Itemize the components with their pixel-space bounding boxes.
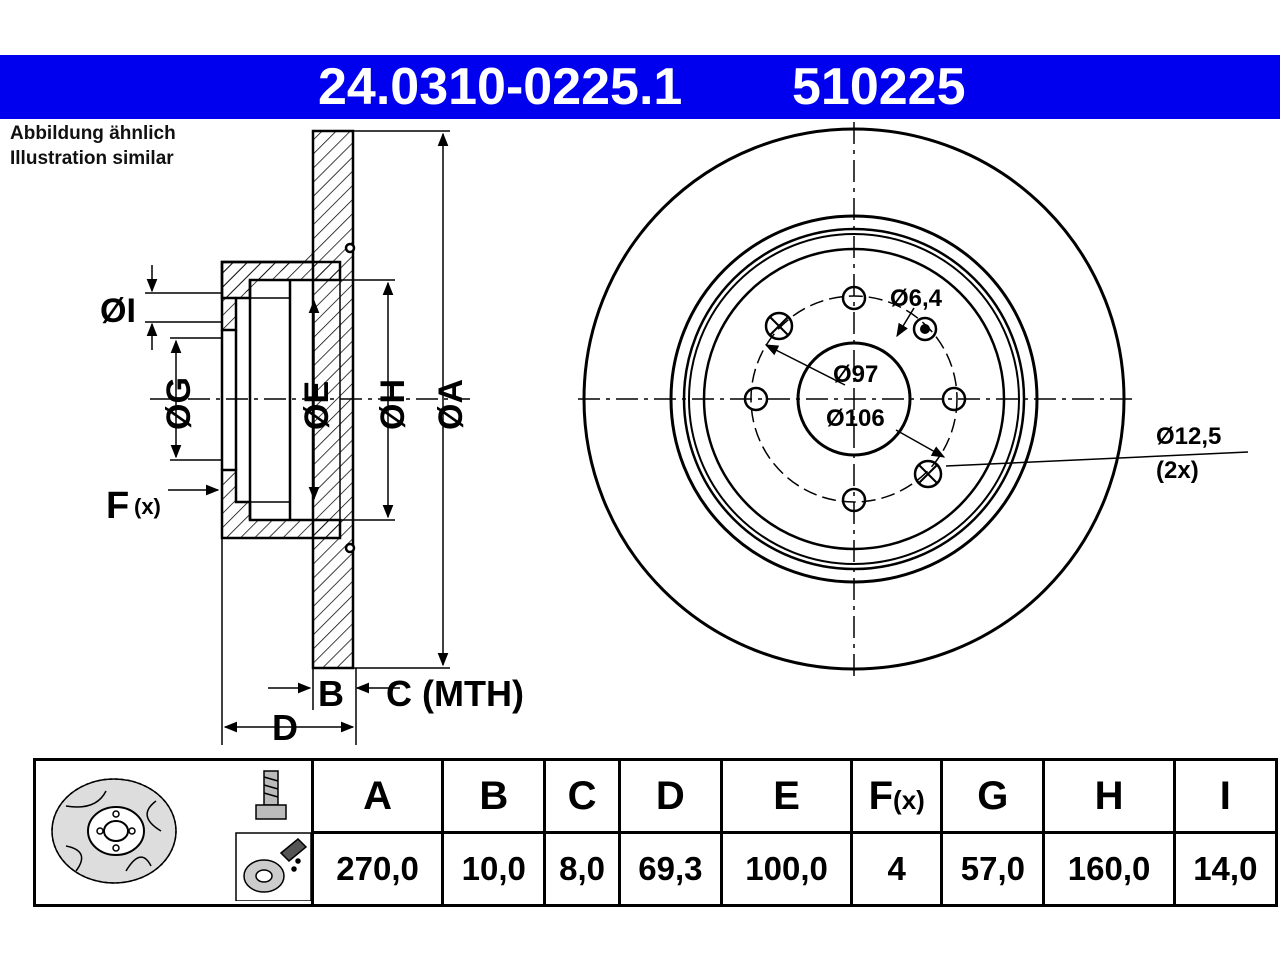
header-D: D <box>617 758 724 834</box>
label-F-sub: (x) <box>134 494 161 519</box>
value-I: 14,0 <box>1172 831 1279 907</box>
reference-number: 510225 <box>792 58 966 116</box>
table-header-row: A B C D E F(x) G H I <box>33 758 1279 907</box>
header-F-sub: (x) <box>893 784 925 815</box>
label-dia-E: ØE <box>298 381 336 430</box>
icon-cell <box>33 758 314 907</box>
value-B: 10,0 <box>441 831 547 907</box>
label-D: D <box>272 707 298 748</box>
label-B: B <box>318 673 344 714</box>
label-dia-I: ØI <box>100 292 136 330</box>
front-leader-lines <box>764 307 1249 467</box>
title-bar: 24.0310-0225.1 510225 <box>0 55 1280 119</box>
label-dia-H: ØH <box>374 379 412 430</box>
label-hole-12-5: Ø12,5 <box>1156 423 1221 450</box>
header-B: B <box>441 758 547 834</box>
label-C-MTH: C (MTH) <box>386 673 524 714</box>
value-A: 270,0 <box>310 831 445 907</box>
label-hole-6-4: Ø6,4 <box>890 285 943 312</box>
brake-disc-icon <box>51 778 177 884</box>
label-dia-A: ØA <box>432 379 470 430</box>
value-F: 4 <box>850 831 944 907</box>
value-D: 69,3 <box>617 831 724 907</box>
front-centre-lines <box>578 122 1132 680</box>
protective-coating-spray-icon <box>235 832 311 901</box>
value-C: 8,0 <box>543 831 621 907</box>
header-E: E <box>719 758 854 834</box>
dimension-table: A B C D E F(x) G H I 270,0 10,0 8,0 69,3… <box>33 758 1279 907</box>
header-C: C <box>543 758 621 834</box>
technical-drawing: ØI ØG ØE ØH ØA F (x) B C (MTH) D <box>100 122 1249 748</box>
value-G: 57,0 <box>940 831 1046 907</box>
value-H: 160,0 <box>1042 831 1176 907</box>
header-I: I <box>1172 758 1279 834</box>
label-pcd-106: Ø106 <box>826 405 885 432</box>
illustration-note-en: Illustration similar <box>10 148 174 169</box>
header-G: G <box>940 758 1046 834</box>
part-number: 24.0310-0225.1 <box>318 58 683 116</box>
header-A: A <box>310 758 445 834</box>
label-dia-G: ØG <box>160 377 198 430</box>
header-H: H <box>1042 758 1176 834</box>
label-pcd-97: Ø97 <box>833 361 878 388</box>
value-E: 100,0 <box>719 831 854 907</box>
side-dimension-lines <box>145 130 450 745</box>
label-hole-count: (2x) <box>1156 457 1199 484</box>
wheel-bolt-icon <box>255 770 287 820</box>
illustration-note-de: Abbildung ähnlich <box>10 123 176 144</box>
header-F: F(x) <box>850 758 944 834</box>
table-values-row: 270,0 10,0 8,0 69,3 100,0 4 57,0 160,0 1… <box>35 831 1279 907</box>
header-F-letter: F <box>868 773 894 818</box>
label-F: F <box>106 485 129 527</box>
